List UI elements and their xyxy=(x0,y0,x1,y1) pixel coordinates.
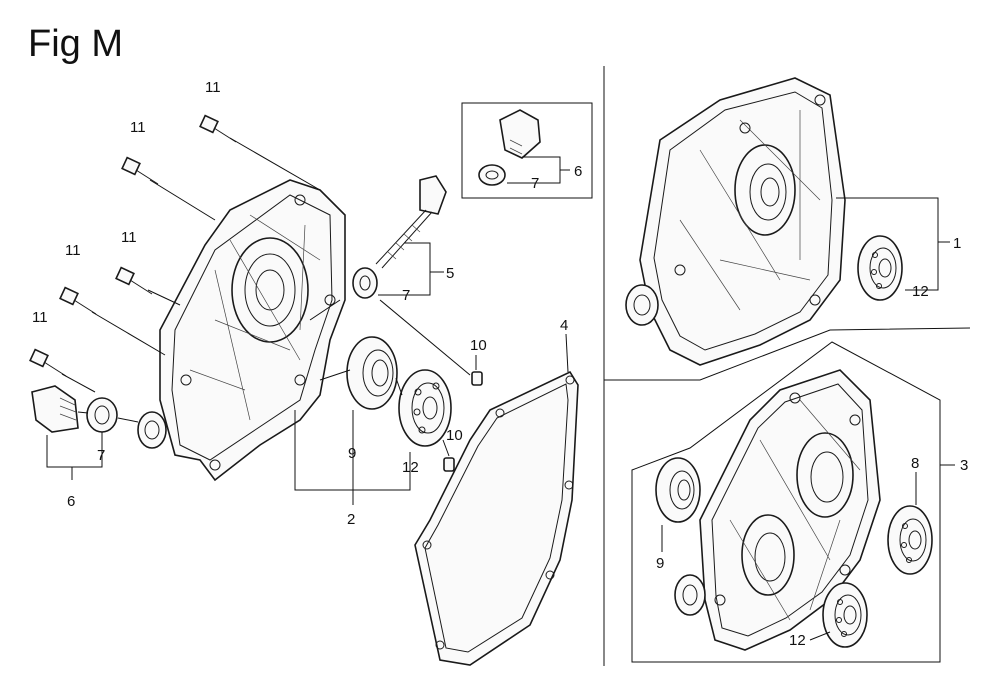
bearing-12-bottom-right xyxy=(822,582,868,648)
leader-11-e xyxy=(61,373,96,393)
callout-5: 5 xyxy=(446,265,454,282)
oil-filler-cap-left xyxy=(31,385,79,433)
leader-seal-cover xyxy=(319,369,351,381)
o-ring-dipstick xyxy=(352,267,378,299)
callout-labels: 11 11 11 11 11 5 7 10 10 9 12 2 4 7 6 6 … xyxy=(32,79,968,649)
dowel-pin-10-a xyxy=(471,371,483,386)
leader-11-c xyxy=(147,289,181,306)
callout-11-e: 11 xyxy=(32,309,48,326)
leader-pin-10-a xyxy=(379,299,471,376)
callout-2: 2 xyxy=(347,511,355,528)
callout-9-right: 9 xyxy=(656,555,664,572)
divider-top-right xyxy=(604,327,971,381)
washer-inset xyxy=(478,164,506,186)
callout-10-a: 10 xyxy=(470,337,487,354)
crankcase-cover-main xyxy=(137,179,346,482)
leader-11-b xyxy=(149,179,216,221)
dowel-pin-10-b xyxy=(443,457,455,472)
bearing-12-top-right xyxy=(857,235,903,301)
callout-11-a: 11 xyxy=(205,79,221,96)
oil-filler-cap-inset xyxy=(499,109,541,159)
callout-11-d: 11 xyxy=(65,242,81,259)
bolt-11-a xyxy=(199,114,237,143)
washer-left xyxy=(86,397,118,433)
gasket xyxy=(414,370,579,666)
callout-6-left: 6 xyxy=(67,493,75,510)
callout-10-b: 10 xyxy=(446,427,463,444)
leader-10-b xyxy=(442,439,450,457)
leader-cap-washer xyxy=(77,411,89,414)
callout-1: 1 xyxy=(953,235,961,252)
callout-7-inset: 7 xyxy=(531,175,539,192)
callout-4: 4 xyxy=(560,317,568,334)
bearing-8 xyxy=(887,505,933,575)
callout-6-inset: 6 xyxy=(574,163,582,180)
assembly-3-outline xyxy=(631,341,941,663)
callout-11-c: 11 xyxy=(121,229,137,246)
leader-4 xyxy=(565,333,569,373)
oil-seal-9-right xyxy=(655,457,701,523)
callout-12-bottom-right: 12 xyxy=(789,632,806,649)
callout-12-left: 12 xyxy=(402,459,419,476)
callout-3: 3 xyxy=(960,457,968,474)
bearing-12-left xyxy=(398,369,452,447)
leader-11-a xyxy=(229,137,321,191)
callout-11-b: 11 xyxy=(130,119,146,136)
figure-title: Fig M xyxy=(28,23,123,65)
callout-12-top-right: 12 xyxy=(912,283,929,300)
leader-dipstick-cover xyxy=(309,299,341,321)
bracket-1 xyxy=(836,197,939,291)
bolt-11-b xyxy=(121,156,159,185)
callout-7-dipstick: 7 xyxy=(402,287,410,304)
inset-box xyxy=(461,102,593,199)
oil-seal-9-left xyxy=(346,336,398,410)
bracket-6-7-left xyxy=(46,432,103,468)
bracket-5-7 xyxy=(378,242,431,296)
leader-washer-cover xyxy=(117,417,139,423)
callout-7-left: 7 xyxy=(97,447,105,464)
crankcase-cover-assembly-3 xyxy=(674,369,881,651)
crankcase-cover-assembly-1 xyxy=(625,77,846,366)
bolt-11-e xyxy=(29,348,67,377)
callout-9-left: 9 xyxy=(348,445,356,462)
leader-seal-bearing xyxy=(395,377,403,396)
dipstick xyxy=(375,175,447,269)
leader-11-d xyxy=(91,311,166,356)
bolt-11-c xyxy=(115,266,153,295)
bolt-11-d xyxy=(59,286,97,315)
leader-12-bottom-right xyxy=(809,631,831,641)
callout-8: 8 xyxy=(911,455,919,472)
